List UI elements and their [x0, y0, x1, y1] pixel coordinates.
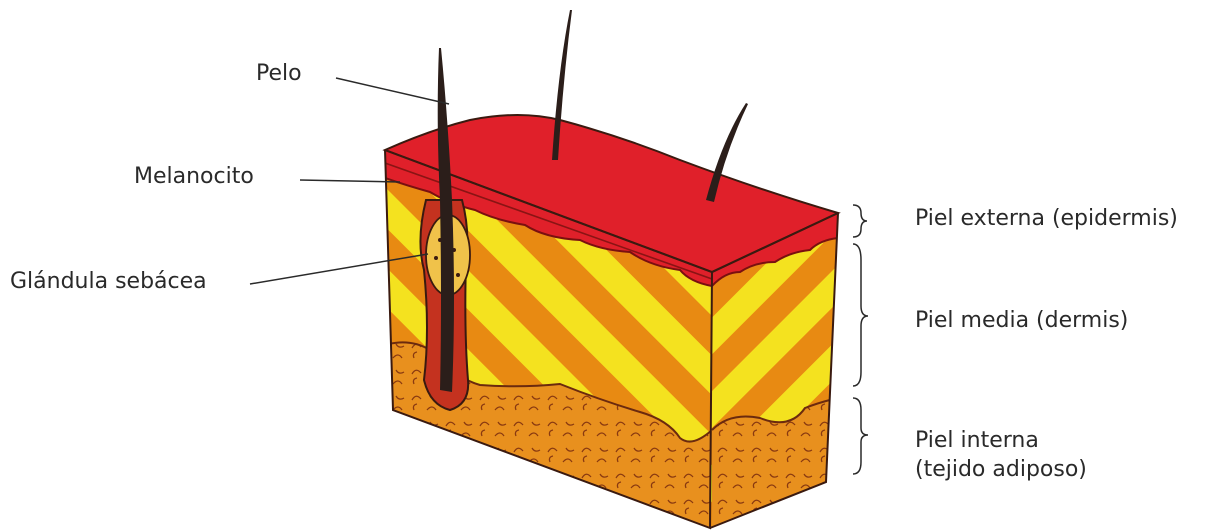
dermis-brace	[853, 244, 868, 386]
pelo-leader	[336, 78, 449, 104]
label-pelo: Pelo	[256, 60, 302, 89]
label-adipose-line2: (tejido adiposo)	[915, 456, 1087, 485]
label-adipose: Piel interna (tejido adiposo)	[915, 427, 1087, 484]
epidermis-brace	[853, 205, 867, 237]
label-dermis: Piel media (dermis)	[915, 307, 1128, 336]
label-adipose-line1: Piel interna	[915, 427, 1087, 456]
label-melanocito: Melanocito	[134, 163, 254, 192]
label-glandula-sebacea: Glándula sebácea	[10, 268, 207, 297]
adipose-brace	[853, 398, 868, 474]
label-epidermis: Piel externa (epidermis)	[915, 205, 1178, 234]
